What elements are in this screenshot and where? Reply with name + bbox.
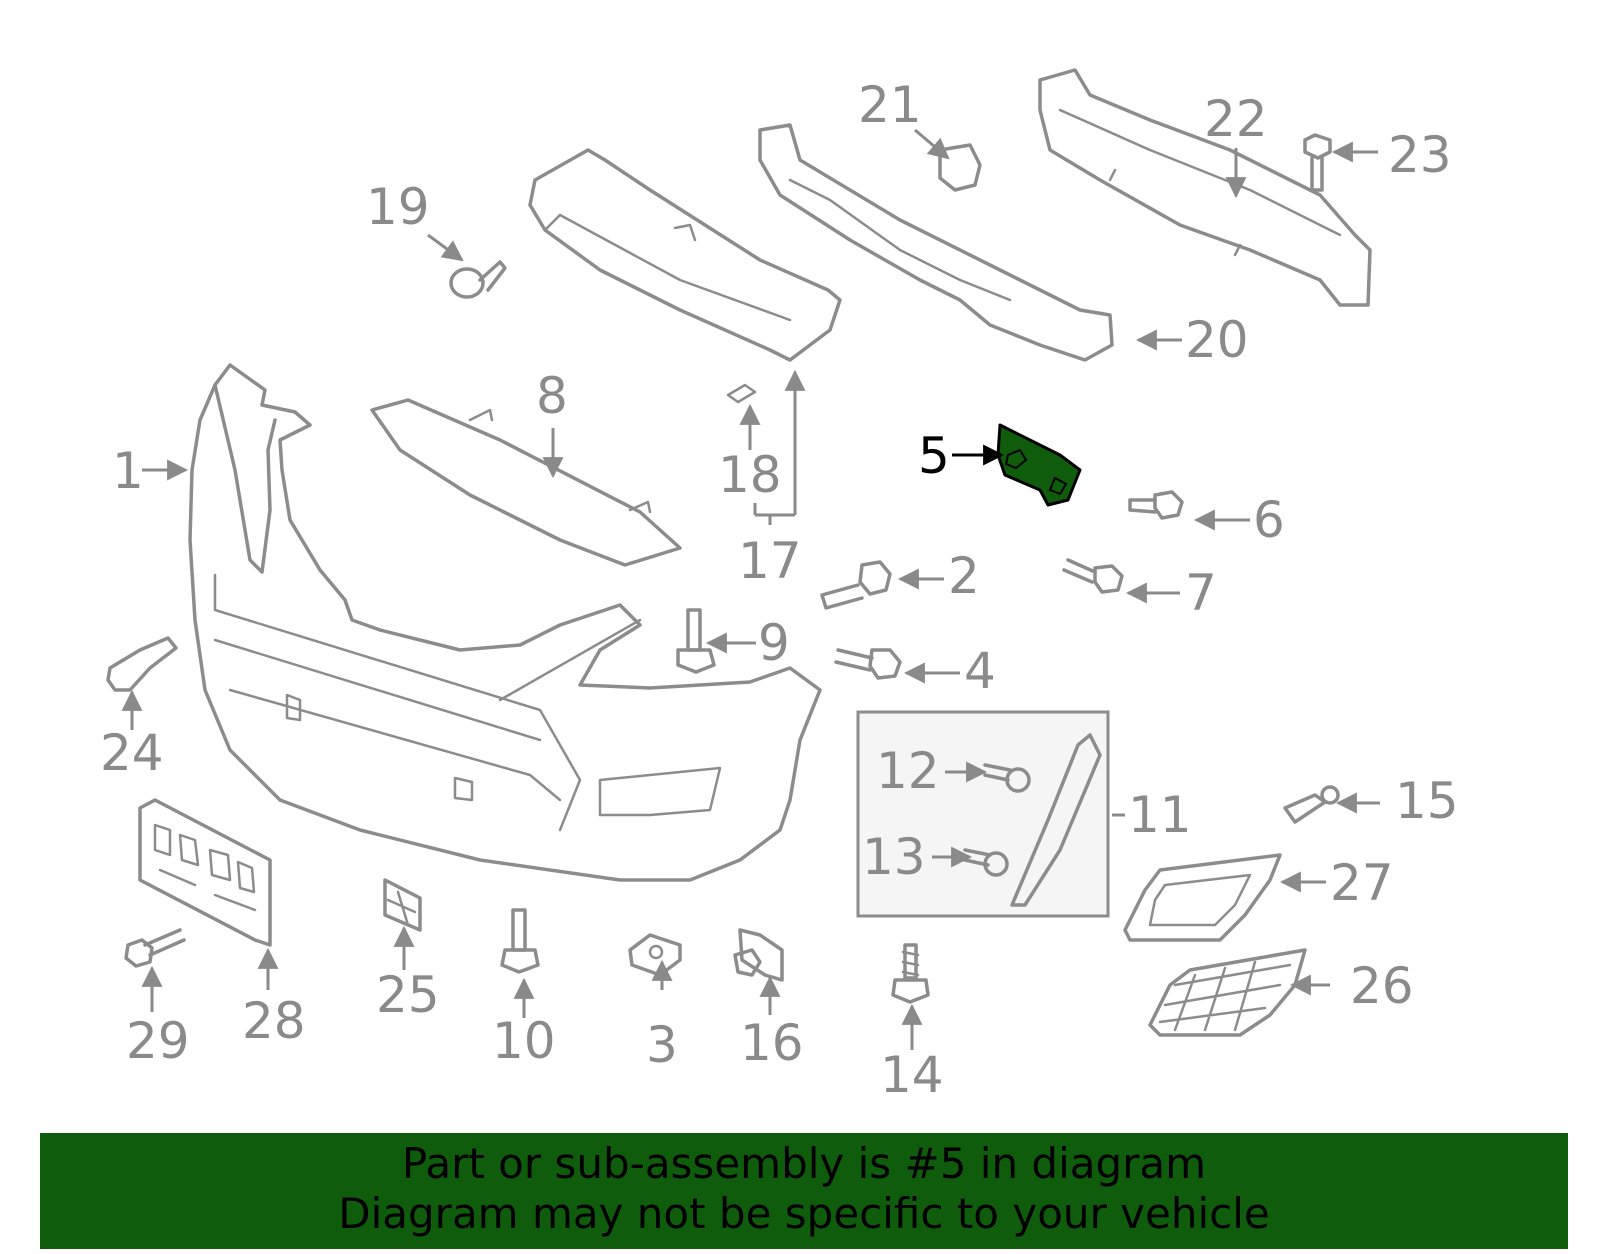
callout-27: 27 [1330, 854, 1394, 912]
callout-19: 19 [366, 178, 430, 236]
callout-25: 25 [376, 966, 440, 1024]
callout-24: 24 [100, 724, 164, 782]
bumper-beam-22-part [1038, 68, 1372, 307]
clip-15-part [1283, 785, 1340, 824]
callout-2: 2 [948, 547, 980, 605]
callout-20: 20 [1185, 311, 1249, 369]
callout-26: 26 [1350, 957, 1414, 1015]
callout-29: 29 [126, 1012, 190, 1070]
retainer-16-part [733, 928, 784, 982]
bolt-10-part [500, 908, 540, 974]
screw-14-part [891, 943, 930, 1004]
callout-12: 12 [876, 742, 940, 800]
callout-9: 9 [758, 614, 790, 672]
bolt-4-part [834, 648, 902, 680]
bracket-21-part [938, 143, 982, 192]
bolt-7-part [1062, 558, 1124, 594]
bolt-6-part [1128, 490, 1184, 520]
callout-15: 15 [1395, 772, 1459, 830]
bolt-29-part [124, 928, 186, 968]
callout-17: 17 [738, 532, 802, 590]
socket-24-part [106, 636, 178, 692]
fog-bezel-27-part [1123, 853, 1282, 942]
reinforcement-20-part [758, 123, 1114, 362]
callout-14: 14 [880, 1046, 944, 1104]
push-pin-19-part [449, 260, 507, 299]
info-banner: Part or sub-assembly is #5 in diagram Di… [40, 1133, 1568, 1249]
energy-absorber-part [528, 148, 842, 362]
callout-1: 1 [112, 442, 144, 500]
stud-9-part [676, 608, 716, 674]
callout-23: 23 [1388, 126, 1452, 184]
callout-13: 13 [862, 828, 926, 886]
banner-line-2: Diagram may not be specific to your vehi… [338, 1189, 1270, 1238]
callout-22: 22 [1204, 90, 1268, 148]
clip-25-part [383, 878, 422, 932]
callout-8: 8 [536, 367, 568, 425]
side-bracket-5-highlighted [996, 423, 1082, 507]
callout-5-highlighted: 5 [918, 427, 950, 485]
molding-group-11 [856, 710, 1110, 918]
callout-11: 11 [1128, 786, 1192, 844]
bumper-cover-part [188, 363, 822, 882]
nut-clip-3-part [628, 933, 682, 977]
callout-7: 7 [1185, 564, 1217, 622]
callout-6: 6 [1253, 491, 1285, 549]
callout-21: 21 [858, 76, 922, 134]
license-bracket-28-part [138, 798, 272, 947]
fog-grille-26-part [1148, 948, 1307, 1037]
leader-lines [121, 128, 1380, 1050]
callout-4: 4 [964, 642, 996, 700]
banner-line-1: Part or sub-assembly is #5 in diagram [401, 1139, 1207, 1188]
callout-10: 10 [492, 1012, 556, 1070]
callout-16: 16 [740, 1014, 804, 1072]
callout-18: 18 [718, 446, 782, 504]
callout-28: 28 [242, 992, 306, 1050]
bolt-2-part [820, 560, 892, 610]
bolt-23-part [1303, 133, 1332, 192]
grille-trim-part [370, 398, 682, 567]
clip-18-part [726, 383, 757, 404]
callout-labels: 1 2 3 4 5 6 7 8 9 10 11 12 13 14 15 16 1… [100, 76, 1459, 1104]
callout-3: 3 [646, 1016, 678, 1074]
